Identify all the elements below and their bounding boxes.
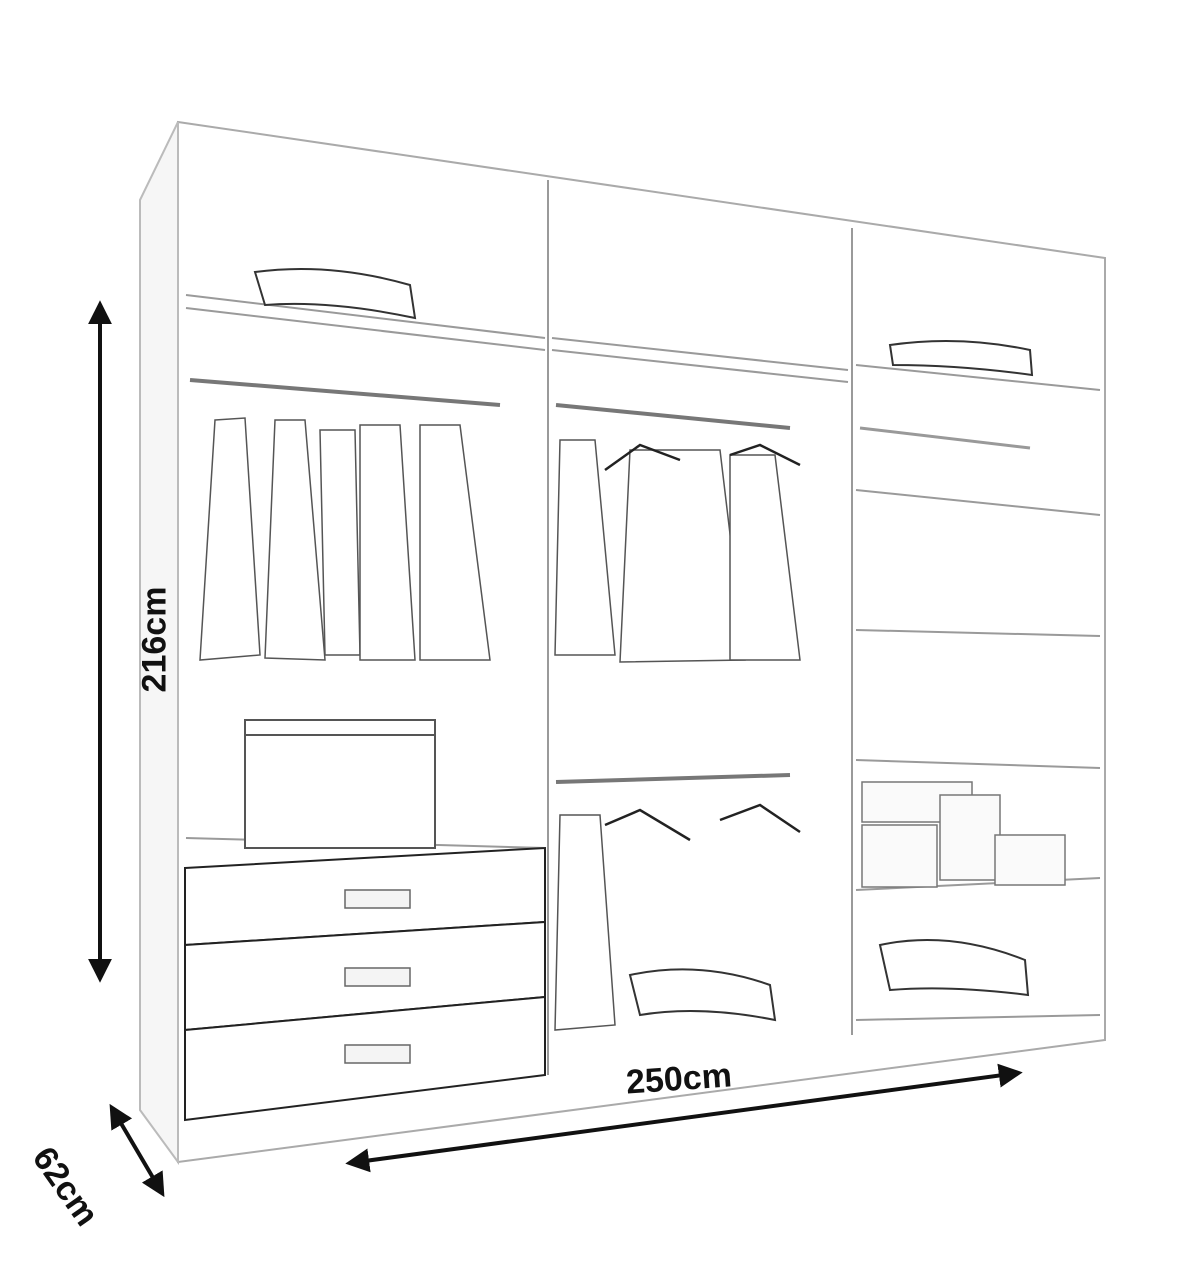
drawer-handle xyxy=(344,1044,411,1064)
wardrobe-side xyxy=(139,121,179,1166)
gift-box xyxy=(861,824,938,888)
gift-box xyxy=(939,794,1001,881)
drawer-handle xyxy=(344,967,411,987)
width-label: 250cm xyxy=(624,1056,734,1102)
width-arrow xyxy=(345,1063,1023,1173)
gift-box xyxy=(994,834,1066,886)
storage-box xyxy=(244,719,436,849)
drawer-handle xyxy=(344,889,411,909)
height-label: 216cm xyxy=(135,586,174,693)
depth-arrow xyxy=(109,1103,165,1198)
